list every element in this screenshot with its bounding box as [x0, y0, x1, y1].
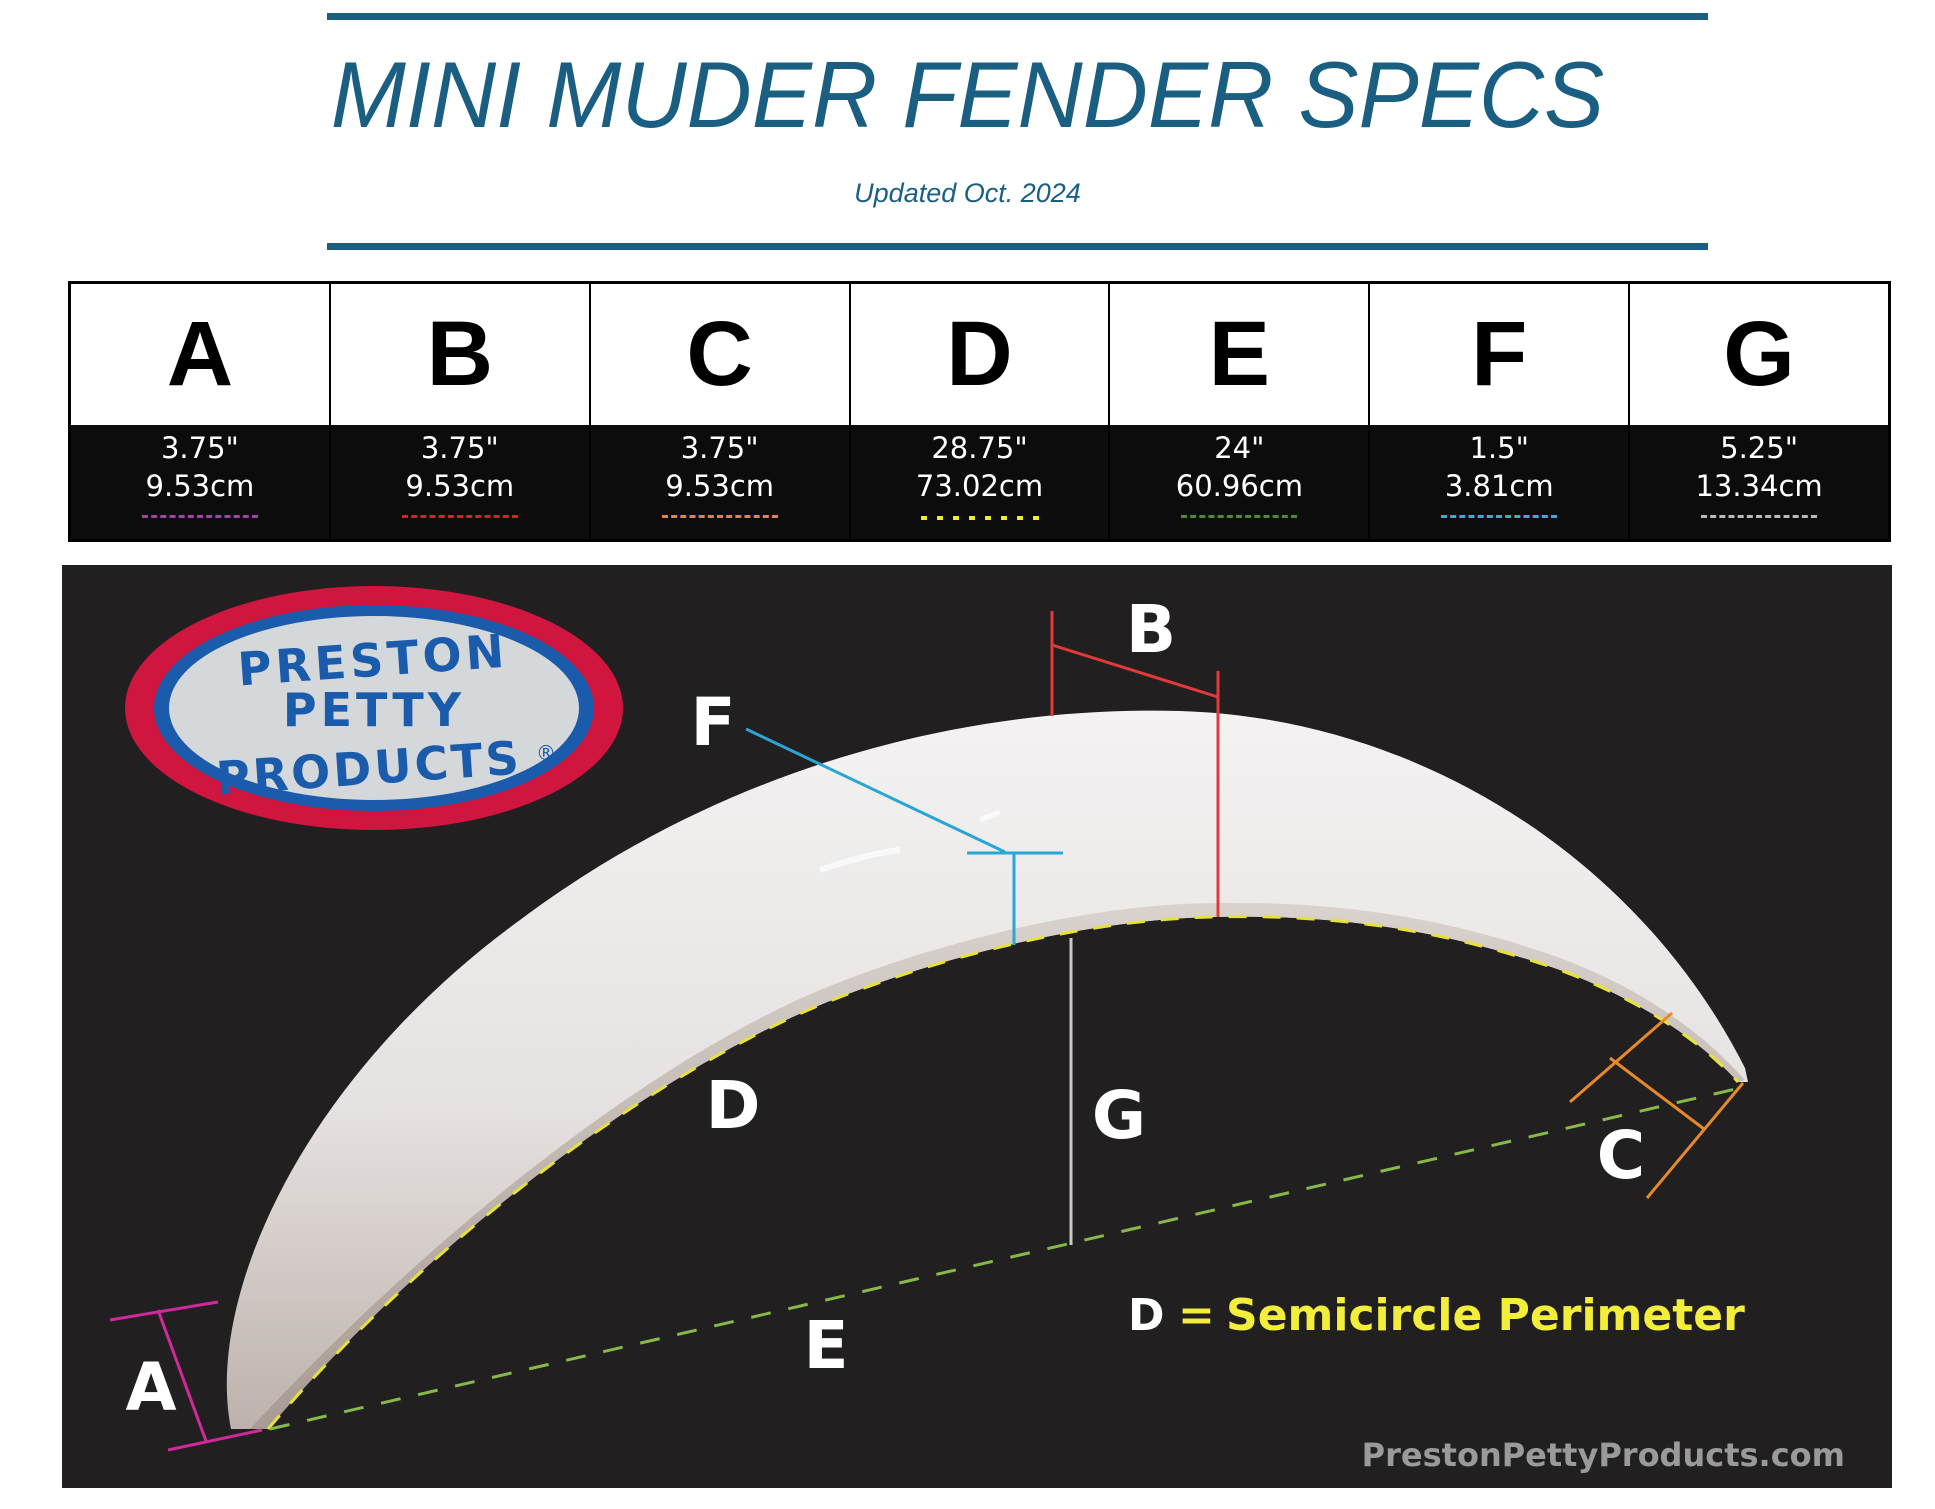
highlight — [979, 809, 1001, 823]
label-f: F — [690, 684, 735, 761]
spec-letter: C — [590, 284, 849, 425]
spec-inches: 3.75" — [420, 431, 499, 465]
logo-line-2: PETTY — [283, 683, 465, 737]
fender-diagram-svg: PRESTON PETTY PRODUCTS ® — [109, 586, 1845, 1474]
fender-body — [226, 710, 1749, 1429]
spec-cm: 9.53cm — [665, 469, 775, 503]
bottom-rule — [327, 243, 1708, 250]
label-d: D — [706, 1067, 761, 1144]
label-b: B — [1126, 591, 1176, 668]
top-rule — [327, 13, 1708, 20]
spec-values: 3.75" 9.53cm — [330, 425, 589, 539]
line-swatch-icon — [401, 515, 518, 518]
spec-cm: 73.02cm — [915, 469, 1044, 503]
spec-values: 3.75" 9.53cm — [71, 425, 329, 539]
updated-date: Updated Oct. 2024 — [854, 178, 1081, 208]
preston-petty-logo: PRESTON PETTY PRODUCTS ® — [125, 586, 623, 830]
label-g: G — [1092, 1077, 1146, 1154]
spec-inches: 28.75" — [931, 431, 1028, 465]
spec-letter: G — [1630, 284, 1889, 425]
registered-mark: ® — [536, 741, 556, 765]
spec-column-f: F 1.5" 3.81cm — [1370, 284, 1631, 539]
spec-inches: 5.25" — [1720, 431, 1799, 465]
spec-letter: D — [850, 284, 1109, 425]
spec-values: 28.75" 73.02cm — [850, 425, 1109, 539]
dimension-b-marker — [1050, 611, 1220, 917]
label-e: E — [803, 1307, 848, 1384]
page-title: MINI MUDER FENDER SPECS — [330, 42, 1605, 147]
spec-letter: A — [71, 284, 329, 425]
dimension-a-marker — [109, 1300, 263, 1452]
spec-inches: 1.5" — [1469, 431, 1529, 465]
spec-cm: 60.96cm — [1175, 469, 1303, 503]
spec-values: 3.75" 9.53cm — [590, 425, 849, 539]
line-swatch-icon — [141, 515, 258, 518]
legend-lhs: D — [1128, 1290, 1165, 1341]
dimension-d-line — [266, 915, 1740, 1430]
spec-column-b: B 3.75" 9.53cm — [330, 284, 591, 539]
spec-letter: F — [1370, 284, 1629, 425]
dimension-c-marker — [1569, 1011, 1745, 1199]
line-swatch-icon — [1701, 515, 1818, 518]
line-swatch-icon — [920, 516, 1039, 520]
highlight — [819, 847, 901, 873]
spec-values: 24" 60.96cm — [1110, 425, 1369, 539]
spec-column-e: E 24" 60.96cm — [1110, 284, 1371, 539]
spec-letter: B — [330, 284, 589, 425]
dimension-f-marker — [745, 727, 1063, 945]
fender-diagram: PRESTON PETTY PRODUCTS ® — [62, 565, 1892, 1488]
line-swatch-icon — [1181, 515, 1298, 518]
website-watermark: PrestonPettyProducts.com — [1362, 1436, 1845, 1474]
spec-values: 1.5" 3.81cm — [1370, 425, 1629, 539]
spec-letter: E — [1110, 284, 1369, 425]
spec-cm: 13.34cm — [1695, 469, 1823, 503]
spec-column-c: C 3.75" 9.53cm — [590, 284, 851, 539]
specs-table: A 3.75" 9.53cm B 3.75" 9.53cm C 3.75" 9.… — [68, 281, 1891, 542]
label-c: C — [1597, 1117, 1645, 1194]
legend-rhs: Semicircle Perimeter — [1226, 1290, 1745, 1341]
spec-column-a: A 3.75" 9.53cm — [71, 284, 331, 539]
spec-cm: 9.53cm — [145, 469, 255, 503]
spec-inches: 3.75" — [160, 431, 239, 465]
spec-cm: 3.81cm — [1444, 469, 1554, 503]
spec-cm: 9.53cm — [405, 469, 515, 503]
spec-inches: 24" — [1214, 431, 1265, 465]
line-swatch-icon — [1441, 515, 1558, 518]
dimension-e-line — [269, 1086, 1741, 1431]
spec-values: 5.25" 13.34cm — [1630, 425, 1889, 539]
d-legend: D = Semicircle Perimeter — [1128, 1290, 1745, 1341]
line-swatch-icon — [661, 515, 778, 518]
legend-eq: = — [1178, 1290, 1215, 1341]
label-a: A — [125, 1349, 176, 1426]
spec-column-g: G 5.25" 13.34cm — [1630, 284, 1889, 539]
spec-inches: 3.75" — [680, 431, 759, 465]
spec-column-d: D 28.75" 73.02cm — [850, 284, 1111, 539]
